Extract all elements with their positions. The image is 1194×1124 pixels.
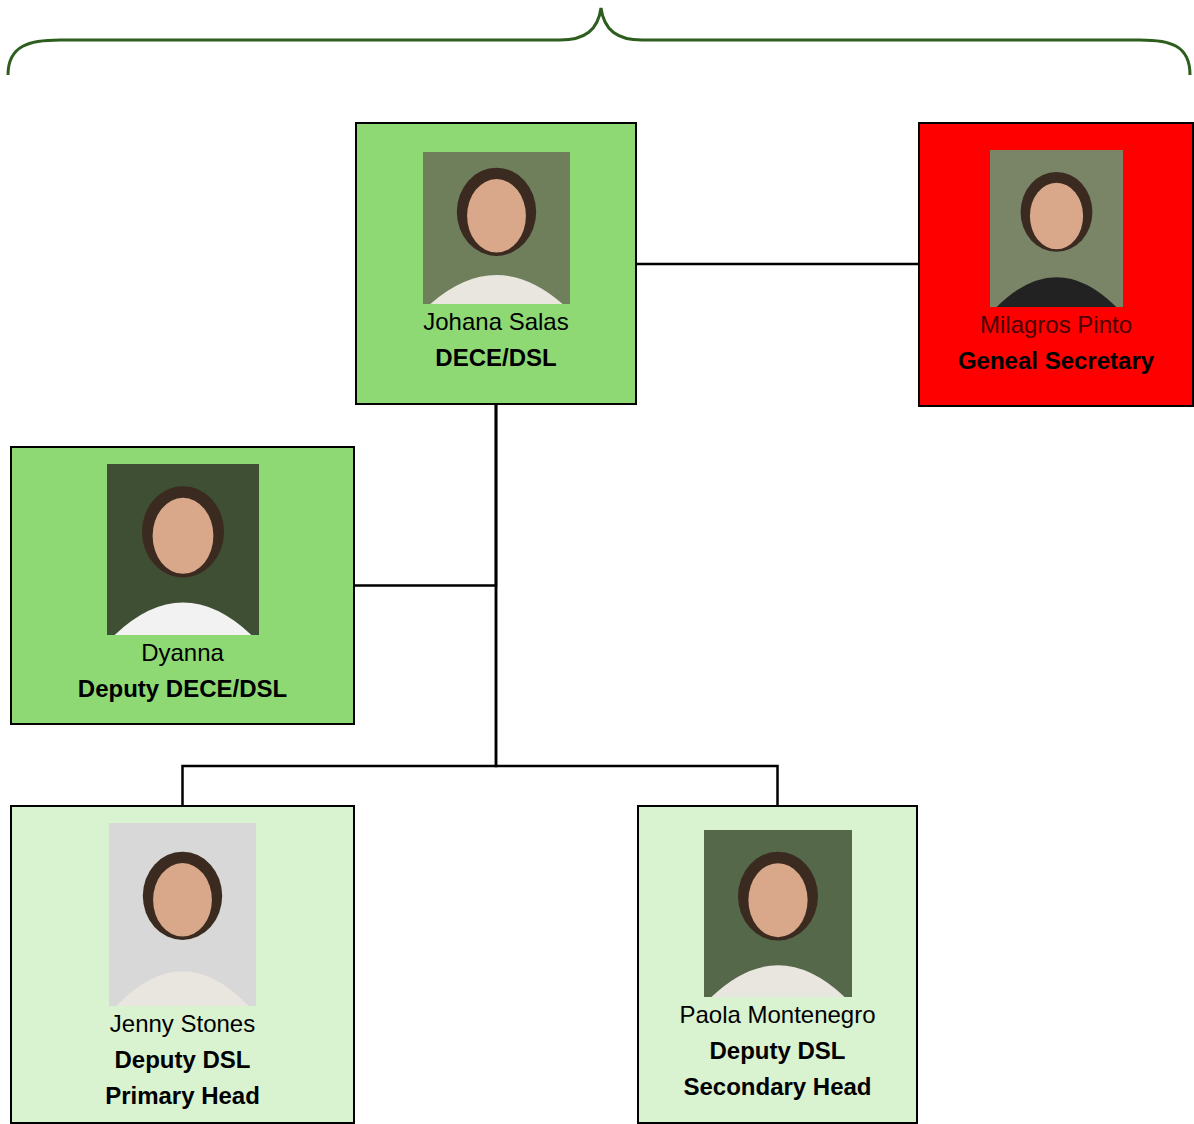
face (748, 863, 807, 937)
shoulders (430, 275, 562, 304)
role-title: Geneal Secretary (958, 343, 1154, 379)
org-connector (637, 263, 918, 266)
person-name: Johana Salas (423, 304, 568, 340)
person-card: Paola MontenegroDeputy DSLSecondary Head (637, 805, 918, 1124)
role-title: DECE/DSL (435, 340, 556, 376)
photo-background (107, 464, 259, 635)
person-name: Dyanna (141, 635, 224, 671)
person-card: Jenny StonesDeputy DSLPrimary Head (10, 805, 355, 1124)
photo-background (423, 152, 570, 304)
role-title: Primary Head (105, 1078, 260, 1114)
person-name: Paola Montenegro (679, 997, 875, 1033)
role-title: Deputy DECE/DSL (78, 671, 287, 707)
portrait-photo (704, 830, 852, 997)
hair (1020, 172, 1092, 252)
shoulders (996, 277, 1116, 307)
hair (141, 486, 223, 577)
shoulders (711, 965, 844, 997)
face (467, 179, 526, 253)
role-title: Deputy DSL (709, 1033, 845, 1069)
face (153, 863, 212, 937)
shoulders (116, 971, 248, 1006)
role-title: Deputy DSL (114, 1042, 250, 1078)
hair (456, 168, 535, 256)
curly-brace (8, 8, 1190, 75)
person-card: Milagros PintoGeneal Secretary (918, 122, 1194, 407)
photo-background (109, 823, 256, 1006)
person-card: Johana SalasDECE/DSL (355, 122, 637, 405)
face (1029, 183, 1082, 250)
face (152, 498, 213, 574)
portrait-photo (109, 823, 256, 1006)
shoulders (114, 603, 251, 635)
hair (738, 852, 818, 941)
photo-background (990, 150, 1123, 307)
portrait-photo (990, 150, 1123, 307)
person-card: DyannaDeputy DECE/DSL (10, 446, 355, 725)
person-name: Milagros Pinto (980, 307, 1132, 343)
org-connector (496, 405, 778, 805)
role-title: Secondary Head (683, 1069, 871, 1105)
person-name: Jenny Stones (110, 1006, 255, 1042)
org-connector (355, 405, 496, 586)
photo-background (704, 830, 852, 997)
hair (143, 852, 222, 940)
portrait-photo (107, 464, 259, 635)
portrait-photo (423, 152, 570, 304)
